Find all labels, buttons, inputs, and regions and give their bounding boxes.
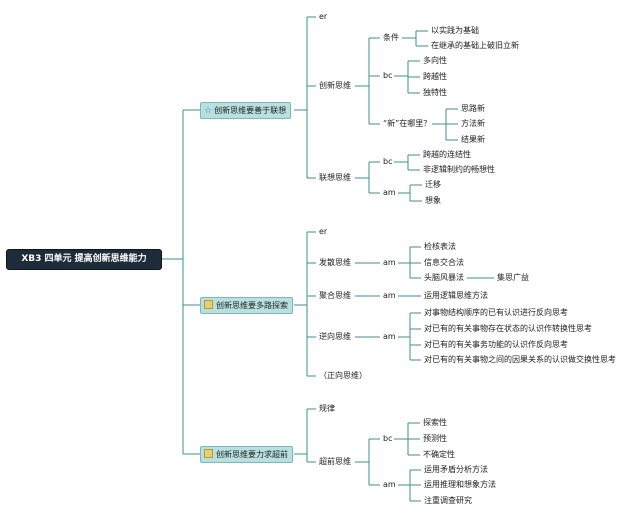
node-brainstorm[interactable]: 头脑风暴法 bbox=[424, 273, 464, 282]
node-transfer[interactable]: 迁移 bbox=[425, 180, 441, 189]
node-investigation[interactable]: 注重调查研究 bbox=[424, 496, 472, 505]
node-bc-2[interactable]: bc bbox=[383, 157, 393, 166]
node-innovative-thinking[interactable]: 创新思维 bbox=[319, 81, 351, 90]
node-bc-1[interactable]: bc bbox=[383, 71, 393, 80]
branch-association[interactable]: ☆创新思维要善于联想 bbox=[200, 102, 292, 119]
node-divergent-thinking[interactable]: 发散思维 bbox=[319, 258, 351, 267]
node-contradiction-analysis[interactable]: 运用矛盾分析方法 bbox=[424, 465, 488, 474]
root-topic[interactable]: XB3 四单元 提高创新思维能力 bbox=[6, 249, 162, 270]
node-unique[interactable]: 独特性 bbox=[423, 88, 447, 97]
node-new-method[interactable]: 方法新 bbox=[461, 119, 485, 128]
node-convergent-thinking[interactable]: 聚合思维 bbox=[319, 291, 351, 300]
node-conditions[interactable]: 条件 bbox=[383, 33, 399, 42]
node-multidirectional[interactable]: 多向性 bbox=[423, 56, 447, 65]
node-law[interactable]: 规律 bbox=[319, 404, 335, 413]
node-am-4[interactable]: am bbox=[383, 332, 396, 341]
note-icon bbox=[204, 300, 213, 309]
node-forward-thinking[interactable]: （正向思维） bbox=[319, 371, 367, 380]
node-am-1[interactable]: am bbox=[383, 188, 396, 197]
node-nonlogical[interactable]: 非逻辑制约的畅想性 bbox=[423, 165, 495, 174]
branch-multipath[interactable]: 创新思维要多路探索 bbox=[200, 297, 293, 314]
note-icon bbox=[204, 449, 213, 458]
node-er-2[interactable]: er bbox=[319, 227, 328, 236]
node-condition-practice[interactable]: 以实践为基础 bbox=[431, 26, 479, 35]
node-reverse-thinking[interactable]: 逆向思维 bbox=[319, 332, 351, 341]
node-associative-thinking[interactable]: 联想思维 bbox=[319, 173, 351, 182]
node-er-1[interactable]: er bbox=[319, 12, 328, 21]
node-condition-inherit[interactable]: 在继承的基础上破旧立新 bbox=[431, 41, 519, 50]
node-imagine[interactable]: 想象 bbox=[425, 196, 441, 205]
node-am-2[interactable]: am bbox=[383, 258, 396, 267]
node-am-5[interactable]: am bbox=[383, 480, 396, 489]
branch-multipath-label: 创新思维要多路探索 bbox=[216, 301, 288, 310]
node-where-new[interactable]: “新”在哪里？ bbox=[383, 119, 432, 128]
node-checklist[interactable]: 检核表法 bbox=[424, 242, 456, 251]
node-exploratory[interactable]: 探索性 bbox=[423, 418, 447, 427]
node-new-idea[interactable]: 思路新 bbox=[461, 104, 485, 113]
star-icon: ☆ bbox=[204, 106, 213, 116]
node-predictive[interactable]: 预测性 bbox=[423, 434, 447, 443]
node-am-3[interactable]: am bbox=[383, 291, 396, 300]
branch-advance-label: 创新思维要力求超前 bbox=[216, 450, 288, 459]
node-reverse-4[interactable]: 对已有的有关事物之间的因果关系的认识做交换性思考 bbox=[424, 355, 616, 364]
node-reverse-2[interactable]: 对已有的有关事物存在状态的认识作转换性思考 bbox=[424, 324, 592, 333]
node-logic-method[interactable]: 运用逻辑思维方法 bbox=[424, 291, 488, 300]
node-cross-link[interactable]: 跨越的连结性 bbox=[423, 150, 471, 159]
node-uncertain[interactable]: 不确定性 bbox=[423, 450, 455, 459]
node-reverse-1[interactable]: 对事物结构顺序的已有认识进行反向思考 bbox=[424, 308, 568, 317]
branch-advance[interactable]: 创新思维要力求超前 bbox=[200, 446, 293, 463]
branch-association-label: 创新思维要善于联想 bbox=[214, 106, 287, 115]
node-reverse-3[interactable]: 对已有的有关事务功能的认识作反向思考 bbox=[424, 340, 568, 349]
node-reasoning-imagination[interactable]: 运用推理和想象方法 bbox=[424, 480, 496, 489]
node-collective-wisdom[interactable]: 集思广益 bbox=[497, 273, 529, 282]
node-info-crossing[interactable]: 信息交合法 bbox=[424, 258, 464, 267]
node-advance-thinking[interactable]: 超前思维 bbox=[319, 457, 351, 466]
node-crossing[interactable]: 跨越性 bbox=[423, 72, 447, 81]
node-bc-3[interactable]: bc bbox=[383, 434, 393, 443]
node-new-result[interactable]: 结果新 bbox=[461, 135, 485, 144]
